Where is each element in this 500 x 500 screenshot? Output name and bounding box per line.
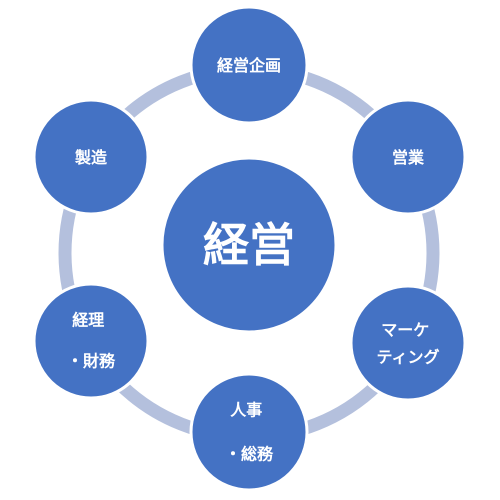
node-sales-circle [349,98,467,216]
node-hr-label: 人事 ・総務 [225,395,274,464]
node-manufacturing: 製造 [32,98,150,216]
node-planning-label: 経営企画 [217,56,281,75]
node-accounting-label: 経理 ・財務 [67,305,116,371]
node-hr-circle [189,372,309,492]
node-accounting: 経理 ・財務 [32,282,150,400]
node-sales-label: 営業 [392,148,425,167]
node-manufacturing-label: 製造 [74,148,108,167]
center-node: 経営 [160,156,338,334]
node-marketing-label: マーケ ティング [376,315,439,367]
node-manufacturing-circle [32,98,150,216]
node-marketing-circle [349,284,467,402]
node-hr: 人事 ・総務 [189,372,309,492]
node-planning-circle [189,5,309,125]
center-label: 経営 [203,218,295,272]
node-sales: 営業 [349,98,467,216]
center-circle [160,156,338,334]
node-accounting-circle [32,282,150,400]
node-planning: 経営企画 [189,5,309,125]
node-marketing: マーケ ティング [349,284,467,402]
